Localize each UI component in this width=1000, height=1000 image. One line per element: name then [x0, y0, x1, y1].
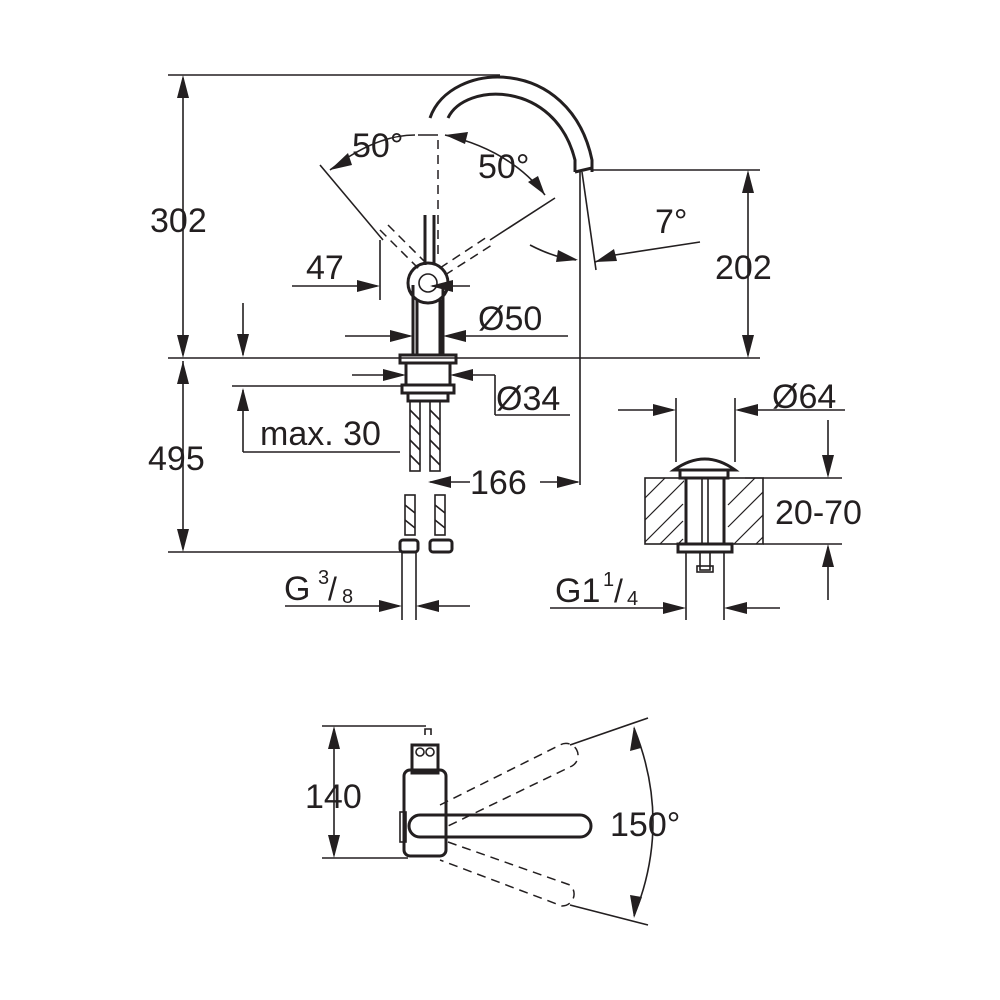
label-g1-thread-denominator: 4: [627, 588, 638, 610]
label-angle-left: 50°: [352, 127, 403, 165]
label-202: 202: [715, 249, 772, 287]
label-7-degrees: 7°: [655, 203, 688, 241]
supply-hoses: [398, 400, 454, 554]
label-47: 47: [306, 249, 344, 287]
label-g-thread-denominator: 8: [342, 586, 353, 608]
label-g1-thread: G1: [555, 572, 600, 610]
waste-valve-view: [550, 398, 845, 620]
label-64-diameter: Ø64: [772, 378, 836, 416]
label-302: 302: [150, 202, 207, 240]
label-150-degrees: 150°: [610, 806, 680, 844]
label-g1-thread-slash: /: [614, 573, 623, 609]
label-166: 166: [470, 464, 527, 502]
side-view-dimensions: [168, 74, 760, 620]
label-g1-thread-numerator: 1: [603, 569, 614, 591]
dimension-labels: 302 202 47 Ø50 Ø34 max. 30 495 166 50° 5…: [148, 127, 862, 844]
label-g-thread-numerator: 3: [318, 567, 329, 589]
label-angle-right: 50°: [478, 148, 529, 186]
label-20-70: 20-70: [775, 494, 862, 532]
label-g-thread-slash: /: [328, 571, 337, 607]
faucet-top-view: [322, 717, 654, 926]
label-34-diameter: Ø34: [496, 380, 560, 418]
faucet-side-view: [379, 75, 594, 554]
label-495: 495: [148, 440, 205, 478]
label-max-30: max. 30: [260, 415, 381, 453]
label-140: 140: [305, 778, 362, 816]
label-50-diameter: Ø50: [478, 300, 542, 338]
label-g-thread: G: [284, 570, 310, 608]
